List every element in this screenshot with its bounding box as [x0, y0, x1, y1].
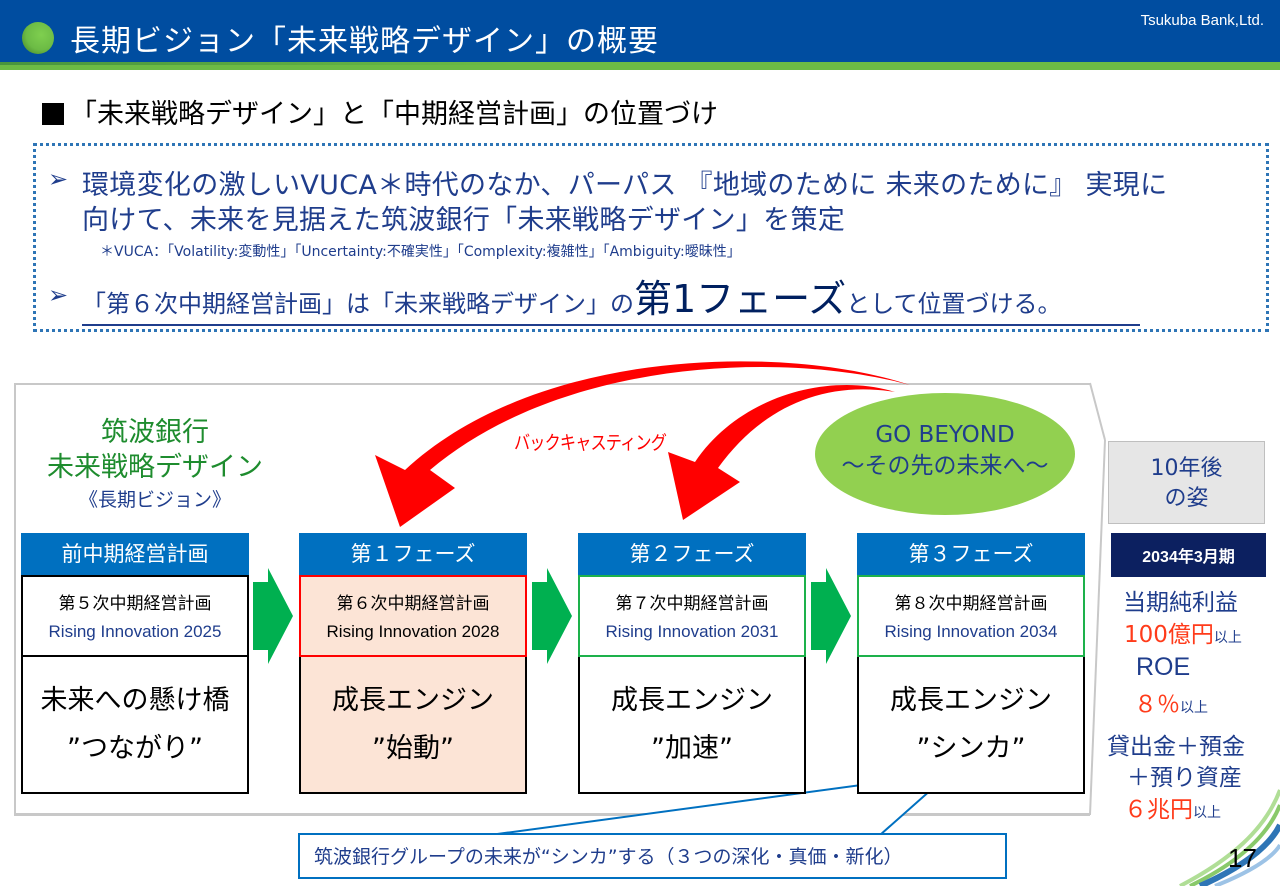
- vision-title-line1: 筑波銀行: [101, 417, 209, 448]
- future-title-line2: の姿: [1164, 486, 1209, 511]
- phase-plan-box: 第７次中期経営計画 Rising Innovation 2031: [578, 575, 806, 657]
- phase-theme-line1: 成長エンジン: [332, 685, 494, 716]
- swoosh-decoration: [1179, 789, 1280, 886]
- vision-title: 筑波銀行 未来戦略デザイン: [24, 415, 286, 485]
- goal-text: GO BEYOND ～その先の未来へ～: [815, 420, 1075, 482]
- company-name: Tsukuba Bank,Ltd.: [1140, 12, 1264, 29]
- goal-ellipse: [815, 393, 1075, 515]
- phase-plan-label: 第８次中期経営計画: [894, 594, 1048, 614]
- kpi-unit: 以上: [1213, 630, 1242, 646]
- goal-line2: ～その先の未来へ～: [841, 453, 1049, 479]
- summary-point1-line1: 環境変化の激しいVUCA＊時代のなか、パーパス 『地域のために 未来のために』 …: [82, 170, 1168, 201]
- shinka-callout: 筑波銀行グループの未来が“シンカ”する（３つの深化・真価・新化）: [298, 833, 1007, 879]
- frame-slant-top: [1089, 382, 1106, 441]
- kpi-assets-label-line1: 貸出金＋預金: [1107, 734, 1245, 760]
- goal-line1: GO BEYOND: [875, 422, 1015, 448]
- kpi-assets-label-line2: ＋預り資産: [1127, 765, 1242, 791]
- backcasting-label: バックキャスティング: [514, 432, 667, 454]
- kpi-net-income-label: 当期純利益: [1123, 590, 1238, 616]
- phase-header-2: 第２フェーズ: [578, 533, 806, 575]
- arrow-bullet-icon: ➢: [48, 281, 69, 309]
- phase-plan-name: Rising Innovation 2034: [884, 622, 1058, 641]
- phase-theme-line2: ”加速”: [651, 733, 733, 764]
- phase-plan-label: 第７次中期経営計画: [615, 594, 769, 614]
- summary-point2-suffix: として位置づける。: [846, 290, 1062, 318]
- future-target-box: 10年後 の姿: [1108, 441, 1265, 524]
- header-accent-stripe: [0, 62, 1280, 70]
- summary-point2-prefix: 「第６次中期経営計画」は「未来戦略デザイン」の: [82, 290, 634, 318]
- section-heading-text: 「未来戦略デザイン」と「中期経営計画」の位置づけ: [70, 99, 718, 130]
- summary-box: [33, 143, 1269, 332]
- kpi-value-text: ８％: [1134, 692, 1180, 718]
- phase-plan-label: 第６次中期経営計画: [336, 594, 490, 614]
- vuca-footnote: ＊VUCA：「Volatility:変動性」「Uncertainty:不確実性」…: [100, 244, 741, 260]
- phase-plan-box: 第８次中期経営計画 Rising Innovation 2034: [857, 575, 1085, 657]
- summary-point2-emphasis: 第1フェーズ: [634, 277, 847, 321]
- kpi-value-text: 100億円: [1124, 622, 1214, 648]
- square-bullet-icon: [42, 103, 64, 125]
- green-circle-icon: [22, 22, 54, 54]
- backcast-arrow-phase2: [668, 385, 895, 520]
- kpi-roe-label: ROE: [1136, 653, 1191, 681]
- phase-theme-line2: ”つながり”: [67, 733, 203, 764]
- phase-theme-line2: ”シンカ”: [916, 733, 1026, 764]
- kpi-unit: 以上: [1180, 700, 1208, 716]
- flow-arrow-icon: [811, 568, 851, 664]
- section-heading: 「未来戦略デザイン」と「中期経営計画」の位置づけ: [42, 92, 718, 131]
- phase-theme-box: 成長エンジン ”シンカ”: [857, 657, 1085, 794]
- kpi-unit: 以上: [1193, 805, 1221, 821]
- phase-theme-line1: 成長エンジン: [611, 685, 773, 716]
- summary-point2: 「第６次中期経営計画」は「未来戦略デザイン」の第1フェーズとして位置づける。: [82, 268, 1140, 326]
- vision-subtitle: 《長期ビジョン》: [78, 489, 231, 511]
- summary-point1-line2: 向けて、未来を見据えた筑波銀行「未来戦略デザイン」を策定: [82, 205, 846, 236]
- phase-header-1: 第１フェーズ: [299, 533, 527, 575]
- phase-theme-line2: ”始動”: [372, 733, 454, 764]
- kpi-value-text: ６兆円: [1124, 797, 1193, 823]
- phase-plan-label: 第５次中期経営計画: [58, 594, 212, 614]
- page-title: 長期ビジョン「未来戦略デザイン」の概要: [70, 24, 659, 59]
- frame-slant-right: [1089, 439, 1106, 816]
- flow-arrow-icon: [253, 568, 293, 664]
- target-period: 2034年3月期: [1111, 533, 1266, 577]
- phase-header-previous: 前中期経営計画: [21, 533, 249, 575]
- future-title-line1: 10年後: [1150, 456, 1223, 481]
- phase-plan-name: Rising Innovation 2025: [48, 622, 222, 641]
- phase-theme-box: 未来への懸け橋 ”つながり”: [21, 657, 249, 794]
- kpi-net-income-value: 100億円以上: [1124, 615, 1242, 649]
- phase-theme-line1: 未来への懸け橋: [40, 685, 230, 716]
- phase-theme-box: 成長エンジン ”始動”: [299, 657, 527, 794]
- kpi-assets-value: ６兆円以上: [1124, 790, 1221, 824]
- vision-title-line2: 未来戦略デザイン: [47, 452, 263, 483]
- flow-arrow-icon: [532, 568, 572, 664]
- phase-plan-box: 第５次中期経営計画 Rising Innovation 2025: [21, 575, 249, 657]
- arrow-bullet-icon: ➢: [48, 165, 69, 193]
- page-number: 17: [1228, 843, 1257, 873]
- phase-theme-line1: 成長エンジン: [890, 685, 1052, 716]
- phase-plan-box: 第６次中期経営計画 Rising Innovation 2028: [299, 575, 527, 657]
- kpi-roe-value: ８％以上: [1134, 685, 1208, 719]
- phase-header-3: 第３フェーズ: [857, 533, 1085, 575]
- phase-theme-box: 成長エンジン ”加速”: [578, 657, 806, 794]
- phase-plan-name: Rising Innovation 2031: [605, 622, 779, 641]
- header-bar: [0, 0, 1280, 64]
- phase-plan-name: Rising Innovation 2028: [326, 622, 500, 641]
